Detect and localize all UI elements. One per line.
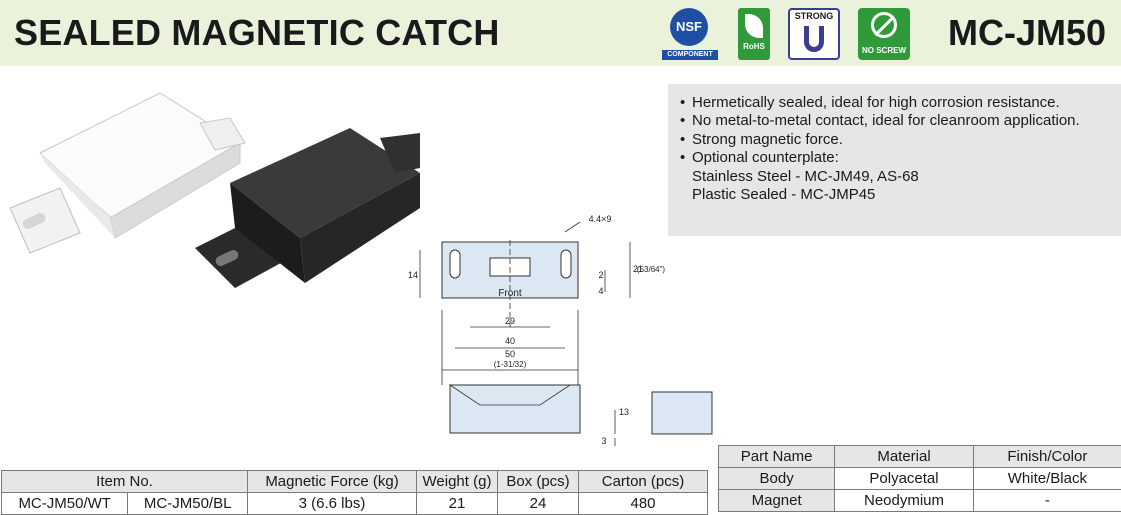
dim-50-inch-label: (1-31/32) <box>494 360 527 369</box>
header-bar: SEALED MAGNETIC CATCH NSF COMPONENT RoHS… <box>0 0 1121 66</box>
product-photo <box>0 88 420 318</box>
header-magnetic-force: Magnetic Force (kg) <box>248 471 417 493</box>
nsf-icon: NSF <box>670 8 708 46</box>
no-screw-label: NO SCREW <box>858 46 910 55</box>
feature-text: Hermetically sealed, ideal for high corr… <box>692 94 1060 111</box>
feature-text: Optional counterplate: <box>692 149 839 166</box>
model-number: MC-JM50 <box>948 12 1106 54</box>
dim-50-label: 50 <box>505 349 515 359</box>
spec-table: Item No. Magnetic Force (kg) Weight (g) … <box>1 470 708 515</box>
table-row: Magnet Neodymium - <box>719 490 1121 512</box>
header-item-no: Item No. <box>2 471 248 493</box>
dim-hole-label: 4.4×9 <box>589 214 612 224</box>
header-part-name: Part Name <box>719 446 835 468</box>
spec-table-header: Item No. Magnetic Force (kg) Weight (g) … <box>2 471 708 493</box>
feature-text: Strong magnetic force. <box>692 131 843 148</box>
cell-part-name: Magnet <box>719 490 835 512</box>
rohs-label: RoHS <box>738 42 770 51</box>
cell-box: 24 <box>498 493 579 515</box>
white-catch-image <box>10 93 245 253</box>
front-label: Front <box>498 288 522 299</box>
cell-item-no-bl: MC-JM50/BL <box>128 493 248 515</box>
dim-29-label: 29 <box>505 316 515 326</box>
nsf-label: COMPONENT <box>662 50 718 60</box>
nsf-badge: NSF COMPONENT <box>662 8 718 60</box>
cell-item-no-wt: MC-JM50/WT <box>2 493 128 515</box>
side-view-body <box>450 385 580 433</box>
feature-item: Strong magnetic force. <box>680 131 1121 149</box>
dim-13-label: 13 <box>619 407 629 417</box>
header-carton: Carton (pcs) <box>579 471 708 493</box>
header-box: Box (pcs) <box>498 471 579 493</box>
cell-finish-color: White/Black <box>973 468 1121 490</box>
dim-2-label: 2 <box>598 270 603 280</box>
cell-carton: 480 <box>579 493 708 515</box>
cell-material: Polyacetal <box>835 468 973 490</box>
cell-part-name: Body <box>719 468 835 490</box>
feature-item: Optional counterplate: Stainless Steel -… <box>680 149 1121 204</box>
technical-drawing: 4.4×9 Front 29 40 50 (1-31/32) 14 21 (53… <box>405 210 725 450</box>
features-panel: Hermetically sealed, ideal for high corr… <box>668 84 1121 236</box>
page-title: SEALED MAGNETIC CATCH <box>14 12 500 54</box>
cell-material: Neodymium <box>835 490 973 512</box>
feature-subitem: Stainless Steel - MC-JM49, AS-68 <box>692 168 1121 186</box>
no-screw-icon <box>871 12 897 38</box>
no-screw-badge: NO SCREW <box>858 8 910 60</box>
dim-14-label: 14 <box>408 270 418 280</box>
slot-left <box>450 250 460 278</box>
table-row: Body Polyacetal White/Black <box>719 468 1121 490</box>
slot-right <box>561 250 571 278</box>
feature-item: No metal-to-metal contact, ideal for cle… <box>680 112 1121 130</box>
cell-finish-color: - <box>973 490 1121 512</box>
material-table: Part Name Material Finish/Color Body Pol… <box>718 445 1121 512</box>
material-table-header: Part Name Material Finish/Color <box>719 446 1121 468</box>
cell-weight: 21 <box>417 493 498 515</box>
leaf-icon <box>745 14 763 38</box>
table-row: MC-JM50/WT MC-JM50/BL 3 (6.6 lbs) 21 24 … <box>2 493 708 515</box>
magnet-icon <box>804 26 824 52</box>
feature-subitem: Plastic Sealed - MC-JMP45 <box>692 186 1121 204</box>
dim-3-label: 3 <box>601 436 606 446</box>
rohs-badge: RoHS <box>738 8 770 60</box>
dim-4-label: 4 <box>598 286 603 296</box>
feature-item: Hermetically sealed, ideal for high corr… <box>680 94 1121 112</box>
header-material: Material <box>835 446 973 468</box>
dim-21-inch-label: (53/64") <box>637 265 666 274</box>
end-view-body <box>652 392 712 434</box>
cell-magnetic-force: 3 (6.6 lbs) <box>248 493 417 515</box>
dim-40-label: 40 <box>505 336 515 346</box>
strong-badge: STRONG <box>788 8 840 60</box>
header-finish-color: Finish/Color <box>973 446 1121 468</box>
features-list: Hermetically sealed, ideal for high corr… <box>668 84 1121 204</box>
header-weight: Weight (g) <box>417 471 498 493</box>
feature-text: No metal-to-metal contact, ideal for cle… <box>692 112 1080 129</box>
strong-label: STRONG <box>790 11 838 21</box>
